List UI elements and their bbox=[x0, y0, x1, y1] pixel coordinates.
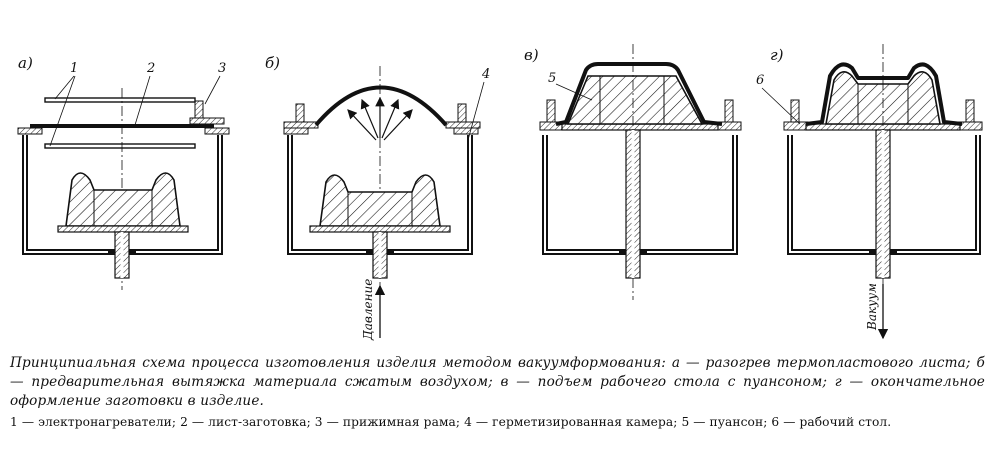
caption-legend: 1 — электронагреватели; 2 — лист-заготов… bbox=[10, 415, 892, 429]
panel-b-table bbox=[309, 225, 451, 233]
panel-c: в) 5 bbox=[524, 44, 742, 300]
panel-a-table bbox=[57, 225, 189, 233]
callout-5: 5 bbox=[548, 71, 556, 86]
panel-c-formed-sheet bbox=[555, 62, 723, 126]
panel-c-label: в) bbox=[524, 46, 539, 64]
callout-3: 3 bbox=[218, 61, 226, 76]
pressure-label: Давление bbox=[361, 279, 375, 341]
panel-a-label: а) bbox=[18, 54, 33, 72]
panel-b-dome-sheet bbox=[314, 85, 448, 127]
callout-6: 6 bbox=[756, 73, 764, 88]
panel-a: а) 1 2 3 bbox=[17, 54, 230, 290]
panel-a-heater-bottom bbox=[44, 143, 196, 149]
panel-a-heater-top bbox=[44, 97, 196, 103]
panel-c-punch bbox=[566, 75, 704, 125]
callout-2: 2 bbox=[146, 61, 155, 76]
panel-d-label: г) bbox=[770, 46, 784, 64]
vacuum-forming-diagram: а) 1 2 3 б) bbox=[17, 44, 983, 341]
panel-b: б) Давление 4 bbox=[265, 54, 490, 341]
figure-caption: Принципиальная схема процесса изготовлен… bbox=[10, 354, 985, 431]
panel-d-formed-sheet bbox=[805, 62, 963, 126]
callout-4: 4 bbox=[481, 67, 490, 82]
callout-1: 1 bbox=[70, 61, 78, 76]
caption-main: Принципиальная схема процесса изготовлен… bbox=[10, 355, 985, 409]
panel-d: г) Вакуум 6 bbox=[756, 44, 983, 340]
vacuum-label: Вакуум bbox=[865, 283, 879, 331]
panel-a-punch bbox=[65, 172, 181, 227]
panel-c-table bbox=[561, 123, 719, 131]
panel-b-label: б) bbox=[265, 54, 280, 72]
